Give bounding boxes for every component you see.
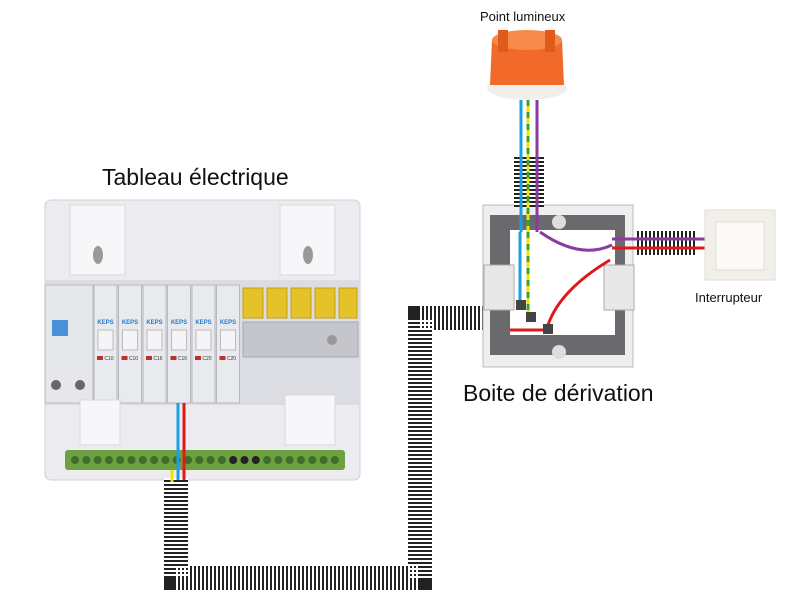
screw-icon	[138, 456, 147, 464]
breaker-rating: C20	[227, 356, 236, 362]
screw-icon	[195, 456, 204, 464]
breaker-rating: C16	[153, 356, 162, 362]
circuit-breaker: KEPS C20	[191, 284, 216, 404]
svg-text:KEPS: KEPS	[171, 320, 187, 326]
wire-connector	[516, 300, 526, 310]
screw-icon	[104, 456, 113, 464]
wire-connector	[526, 312, 536, 322]
circuit-breaker: KEPS C16	[167, 284, 191, 404]
screw-icon	[251, 456, 260, 464]
screw-icon	[240, 456, 249, 464]
light-point-box	[487, 30, 567, 100]
switch-label: Interrupteur	[695, 290, 763, 305]
screw-icon	[184, 456, 192, 464]
breaker-rating: C10	[129, 356, 138, 362]
light-switch	[704, 209, 776, 281]
earth-bar	[65, 450, 345, 470]
svg-text:KEPS: KEPS	[195, 320, 211, 326]
circuit-breaker: KEPS C10	[118, 284, 142, 404]
screw-icon	[150, 456, 159, 464]
screw-icon	[127, 456, 136, 464]
screw-icon	[229, 456, 238, 464]
electrical-panel: KEPS C10 KEPS C10 KEPS C16 KEPS C16 KEPS C20 KEPS C…	[44, 199, 361, 481]
screw-icon	[319, 456, 328, 464]
screw-icon	[274, 456, 283, 464]
conduit-box-to-switch	[612, 231, 710, 255]
light-point-label: Point lumineux	[480, 9, 566, 24]
screw-icon	[217, 456, 226, 464]
screw-icon	[308, 456, 317, 464]
svg-text:KEPS: KEPS	[97, 320, 113, 326]
breaker-rating: C16	[178, 356, 187, 362]
wire-connector	[543, 324, 553, 334]
svg-text:KEPS: KEPS	[122, 320, 138, 326]
test-button	[52, 320, 68, 336]
circuit-breaker: KEPS C16	[142, 284, 167, 404]
screw-icon	[330, 456, 339, 464]
conduit-box-to-light	[514, 100, 544, 232]
svg-text:KEPS: KEPS	[146, 320, 162, 326]
screw-icon	[161, 456, 170, 464]
screw-icon	[285, 456, 294, 464]
screw-icon	[297, 456, 305, 464]
screw-icon	[93, 456, 102, 464]
panel-label: Tableau électrique	[102, 164, 289, 190]
screw-icon	[263, 456, 272, 464]
screw-icon	[116, 456, 125, 464]
screw-icon	[82, 456, 91, 464]
svg-text:KEPS: KEPS	[220, 320, 236, 326]
circuit-breaker: KEPS C10	[93, 284, 118, 404]
circuit-breaker: KEPS C20	[216, 284, 240, 404]
conduit-panel-to-box	[164, 306, 484, 590]
breaker-rating: C10	[104, 356, 113, 362]
screw-icon	[206, 456, 215, 464]
junction-box-label: Boite de dérivation	[463, 380, 654, 406]
breaker-rating: C20	[202, 356, 211, 362]
junction-box	[482, 204, 635, 368]
screw-icon	[71, 456, 79, 464]
